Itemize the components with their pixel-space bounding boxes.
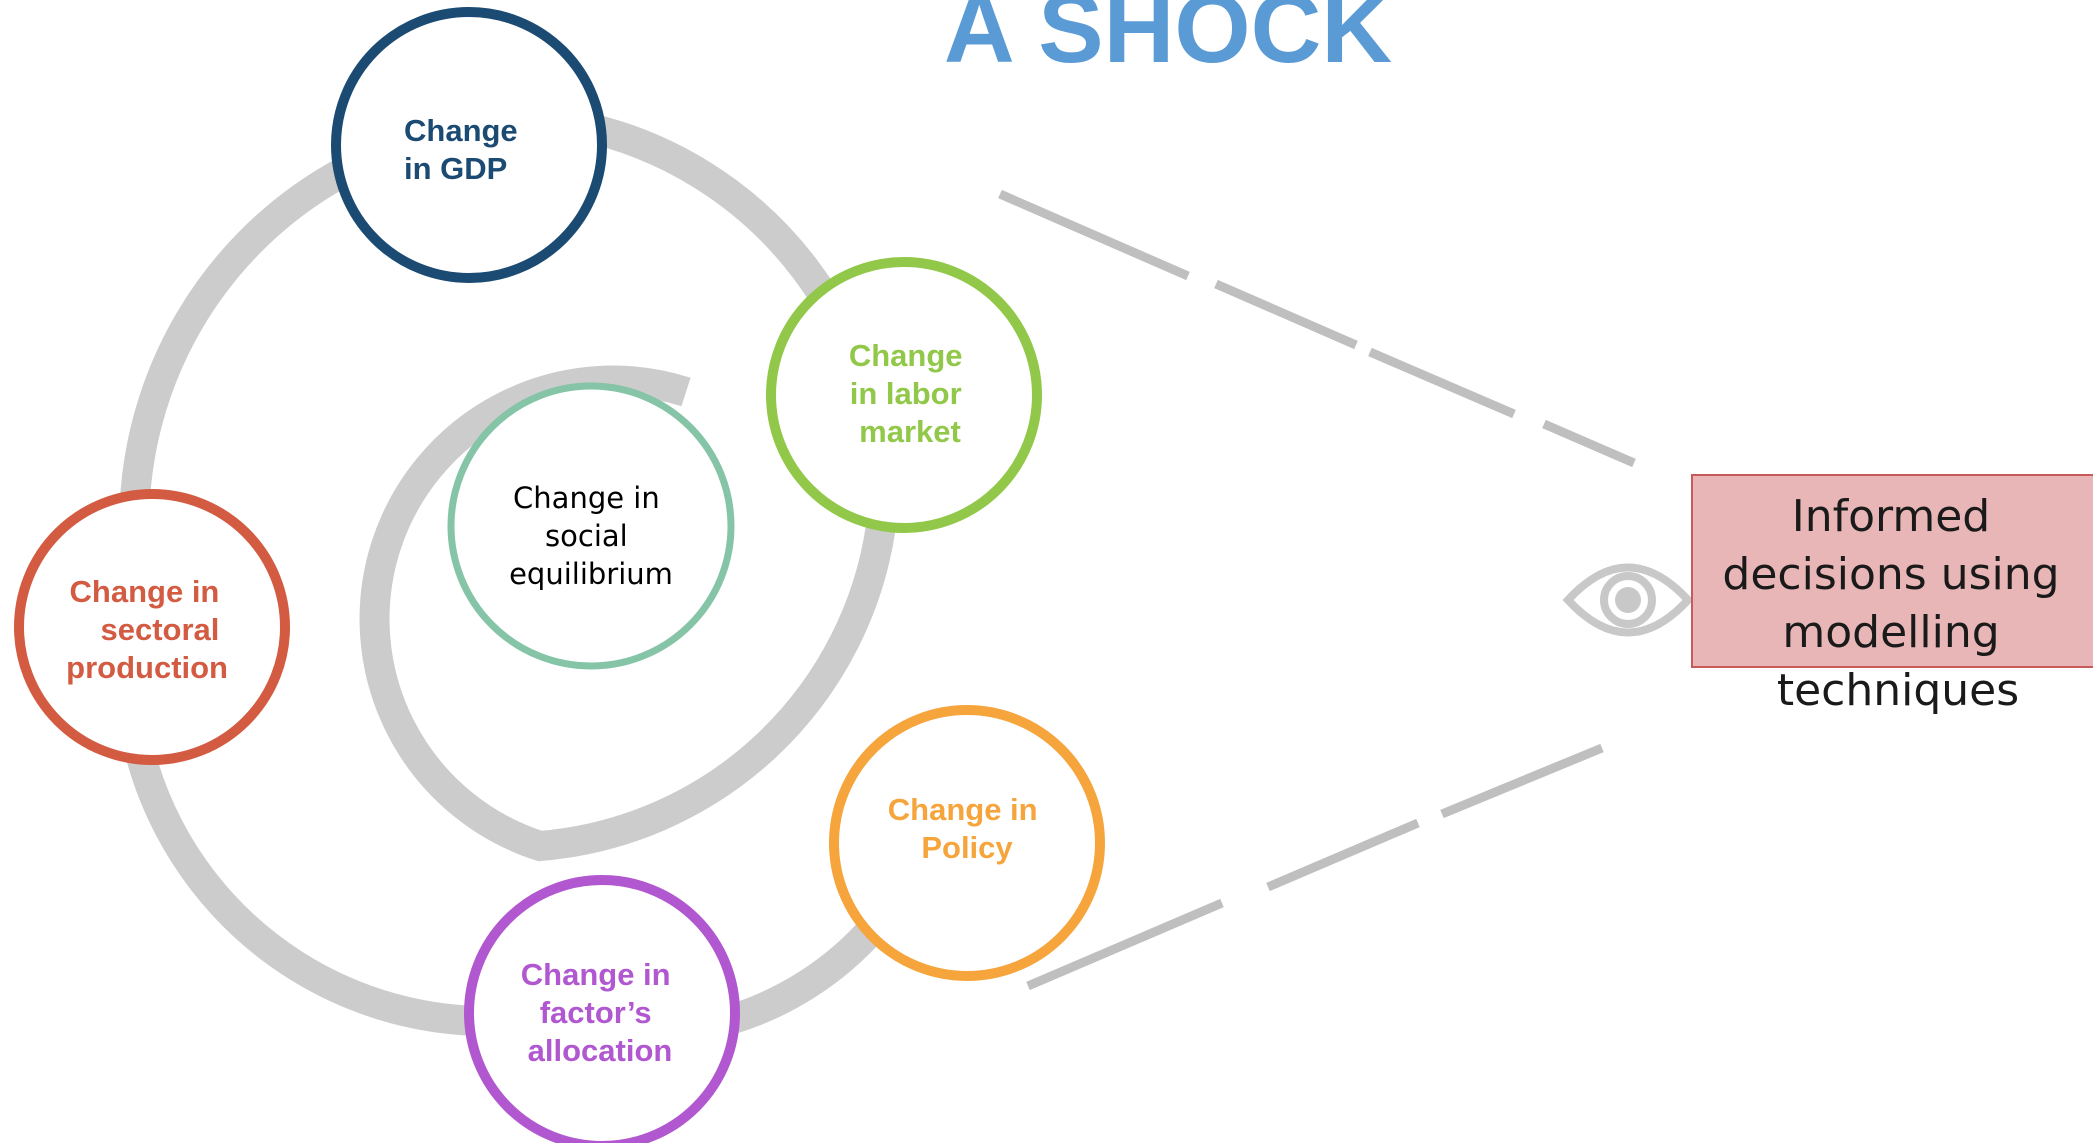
sectoral-label-line-2: sectoral: [100, 612, 219, 647]
policy-label-line-1: Change in: [888, 792, 1038, 827]
node-change-in-social-equilibrium: Change in social equilibrium: [447, 382, 735, 670]
lower-dashed-line: [1026, 743, 1604, 991]
decision-line-2: decisions using: [1722, 549, 2059, 600]
policy-circle: [829, 705, 1105, 981]
node-change-in-labor-market: Change in labor market: [766, 257, 1042, 533]
decision-box-label: Informed decisions using modelling techn…: [1722, 491, 2073, 716]
gdp-label-line-1: Change: [404, 113, 518, 148]
social-circle: [447, 382, 735, 670]
policy-label: Change in Policy: [888, 792, 1046, 865]
node-change-in-sectoral-production: Change in sectoral production: [14, 489, 290, 765]
social-label-line-1: Change in: [513, 481, 660, 515]
decision-box: [1691, 474, 2093, 668]
factor-label-line-3: allocation: [528, 1033, 673, 1068]
factor-label: Change in factor’s allocation: [521, 957, 679, 1068]
eye-icon: [1562, 563, 1694, 637]
factor-label-line-2: factor’s: [540, 995, 652, 1030]
sectoral-label: Change in sectoral production: [66, 574, 228, 685]
labor-circle: [766, 257, 1042, 533]
node-change-in-gdp: Change in GDP: [331, 7, 607, 283]
gdp-circle: [331, 7, 607, 283]
page-title: A SHOCK: [944, 0, 1392, 83]
spiral-arrow: [113, 108, 897, 1049]
sectoral-label-line-1: Change in: [70, 574, 220, 609]
gdp-label-line-2: in GDP: [404, 151, 507, 186]
node-change-in-policy: Change in Policy: [829, 705, 1105, 981]
sectoral-label-line-3: production: [66, 650, 228, 685]
gdp-label: Change in GDP: [404, 113, 526, 186]
social-label: Change in social equilibrium: [509, 481, 673, 591]
decision-line-3: modelling: [1782, 607, 1999, 658]
node-change-in-factors-allocation: Change in factor’s allocation: [464, 875, 740, 1143]
labor-label-line-3: market: [859, 414, 961, 449]
decision-line-1: Informed: [1792, 491, 1990, 542]
social-label-line-2: social: [545, 519, 628, 553]
labor-label: Change in labor market: [849, 338, 971, 449]
decision-line-4: techniques: [1777, 665, 2019, 716]
policy-label-line-2: Policy: [921, 830, 1013, 865]
labor-label-line-2: in labor: [850, 376, 962, 411]
sectoral-circle: [14, 489, 290, 765]
factor-label-line-1: Change in: [521, 957, 671, 992]
factor-circle: [464, 875, 740, 1143]
upper-dashed-line: [998, 189, 1636, 468]
labor-label-line-1: Change: [849, 338, 963, 373]
social-label-line-3: equilibrium: [509, 557, 673, 591]
